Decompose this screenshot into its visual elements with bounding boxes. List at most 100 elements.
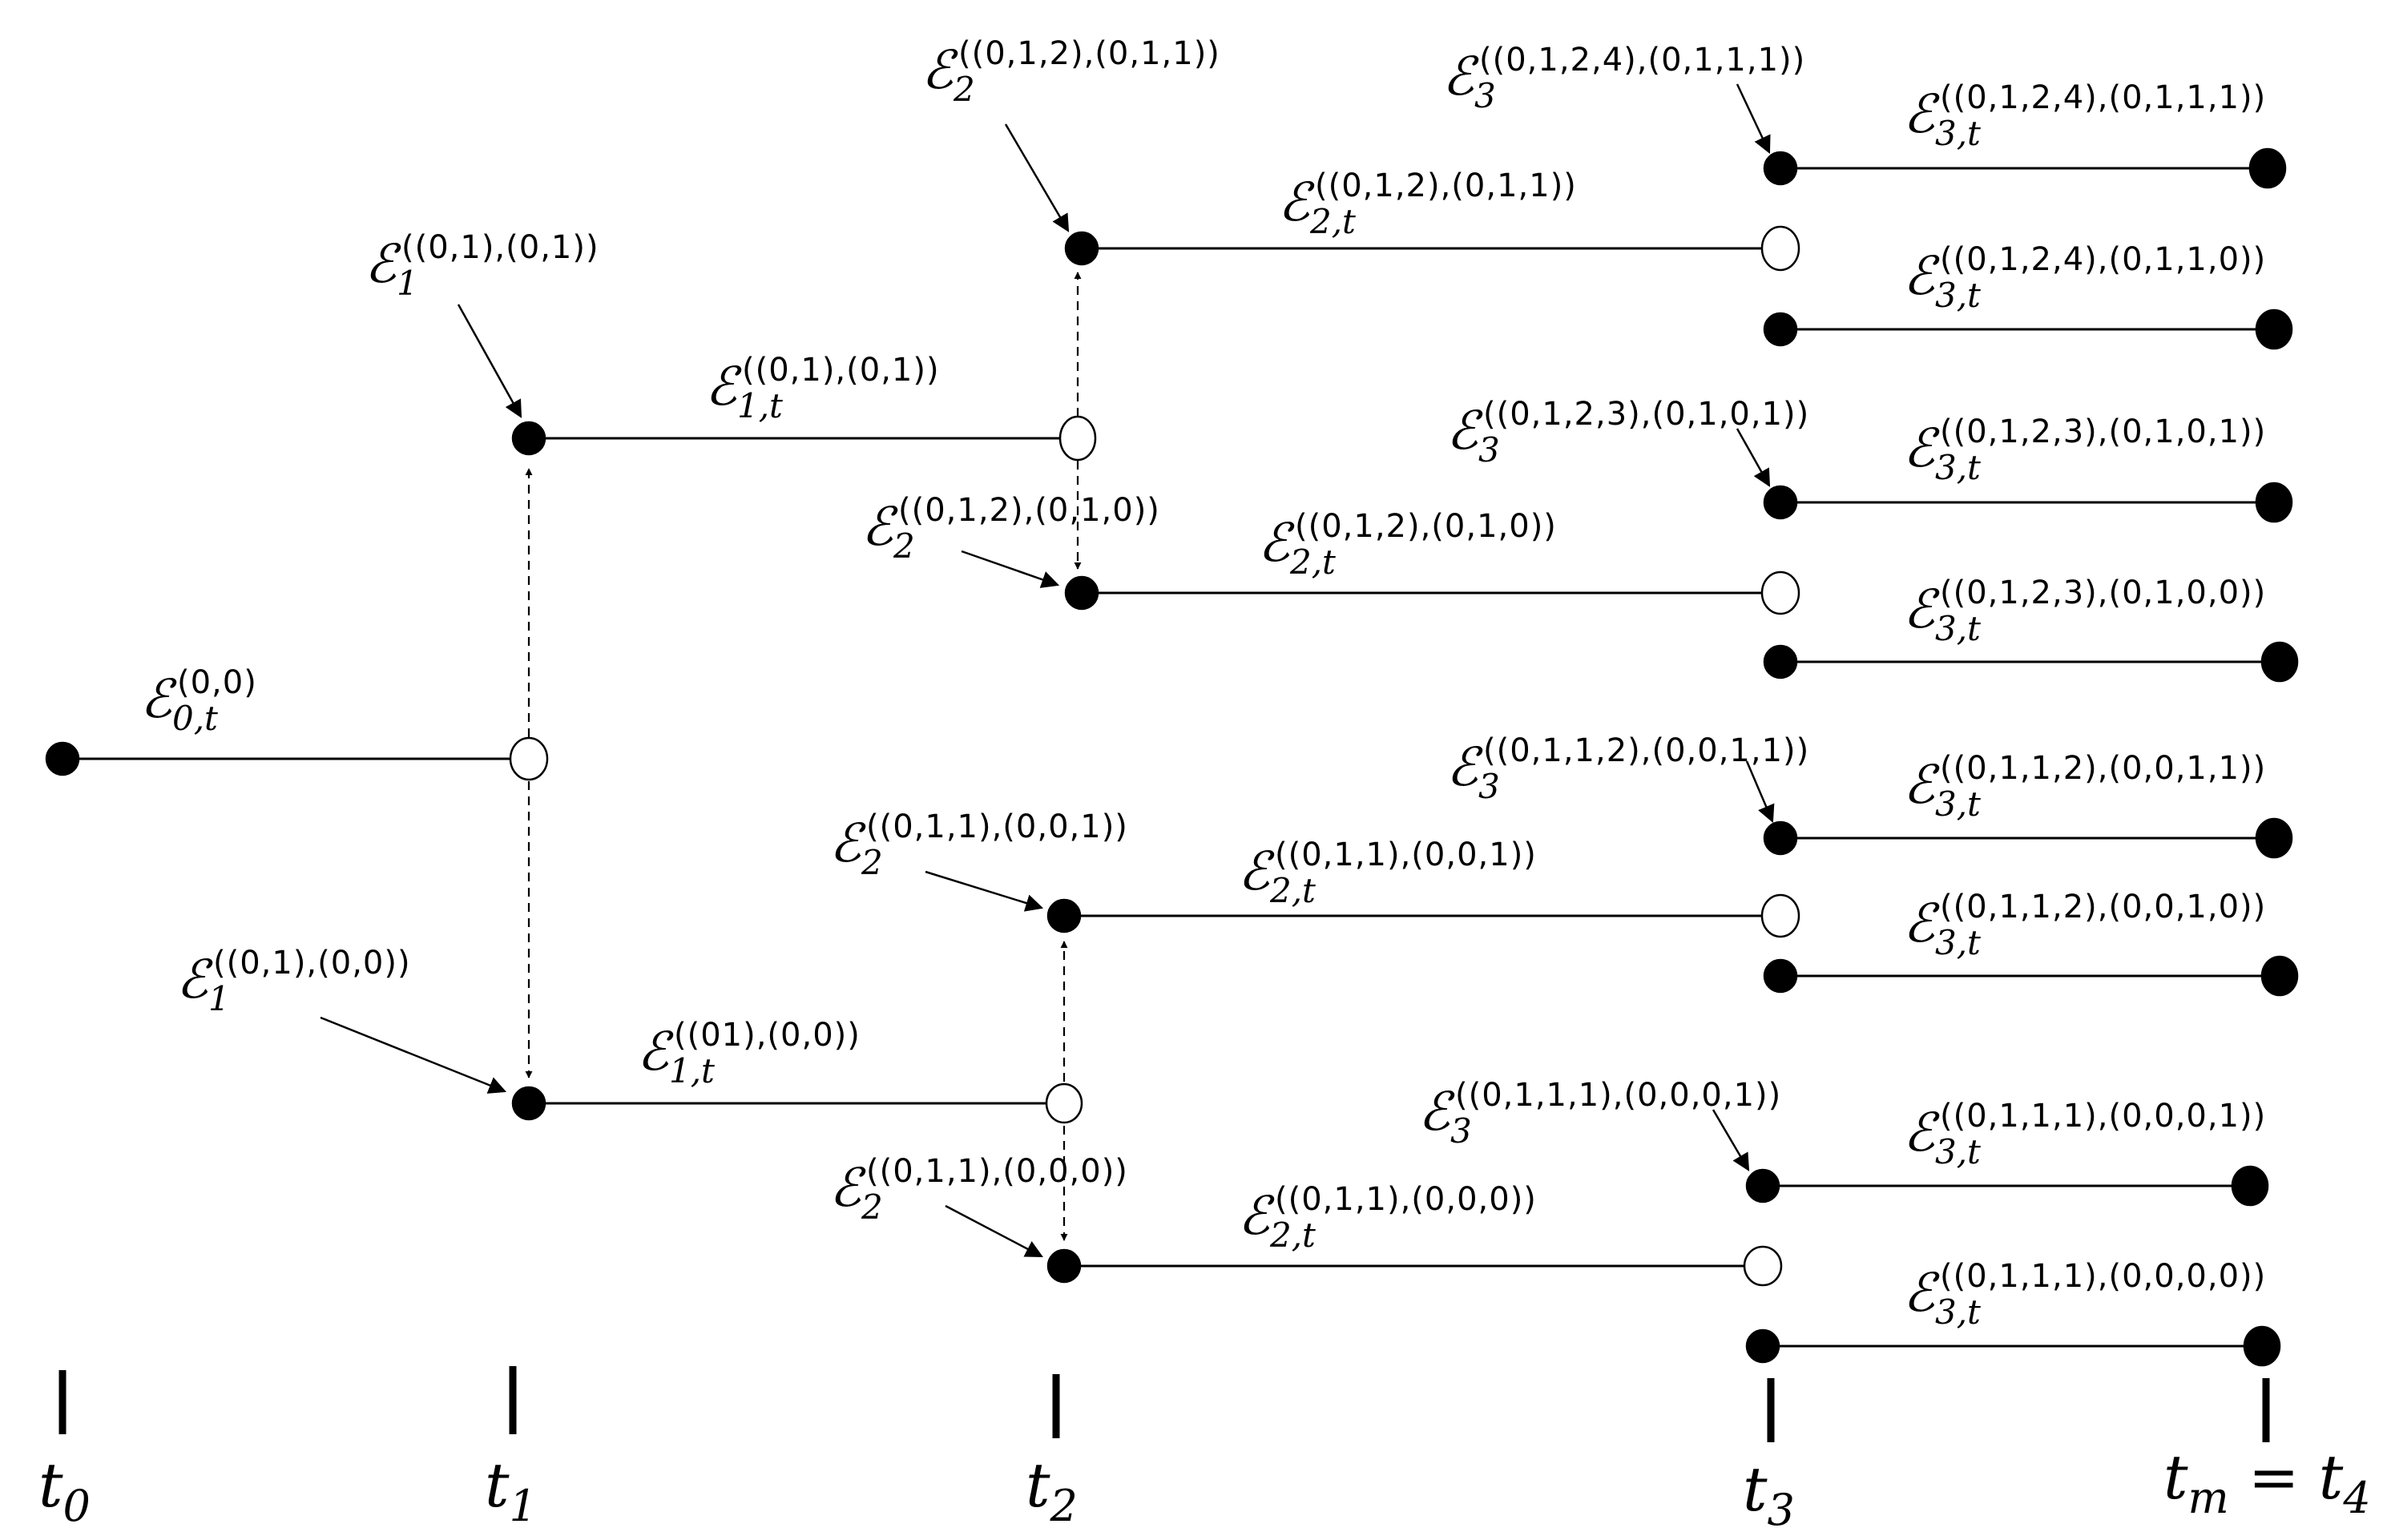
pointer-e2-a: [1004, 123, 1070, 232]
label-e3t-7-superscript: ((0,1,1,1),(0,0,0,1)): [1940, 1098, 2266, 1135]
label-e1-top: ℰ1: [365, 233, 418, 303]
node-t2-d: [1046, 1248, 1082, 1284]
node-open-t2-top: [1058, 415, 1097, 462]
pointer-e1-bot: [320, 1016, 507, 1094]
math-labels: ℰ0,t(0,0)ℰ1((0,1),(0,1))ℰ1,t((0,1),(0,1)…: [140, 35, 2266, 1332]
node-t2-b: [1064, 575, 1099, 611]
label-e2t-b-superscript: ((0,1,2),(0,1,0)): [1295, 508, 1557, 545]
node-t1-top: [511, 421, 546, 456]
label-e0t: ℰ0,t: [140, 668, 218, 738]
node-t3-1: [1763, 151, 1798, 186]
node-open-t3-b: [1760, 570, 1800, 615]
node-open-t2-bot: [1045, 1082, 1083, 1124]
label-e3-d: ℰ3: [1418, 1081, 1472, 1151]
time-labels: t0 t1 t2 t3 tm = t4: [38, 1441, 2371, 1535]
label-e3-b-superscript: ((0,1,2,3),(0,1,0,1)): [1483, 396, 1809, 433]
label-e0t-superscript: (0,0): [177, 664, 257, 701]
node-t4-1: [2248, 147, 2287, 189]
node-t4-3: [2255, 482, 2293, 523]
label-e1-bot-superscript: ((0,1),(0,0)): [213, 945, 411, 982]
label-e2-b: ℰ2: [861, 496, 915, 566]
label-e3t-1-superscript: ((0,1,2,4),(0,1,1,1)): [1940, 79, 2266, 116]
label-e3t-2-superscript: ((0,1,2,4),(0,1,1,0)): [1940, 241, 2266, 278]
label-e2-c: ℰ2: [829, 812, 883, 882]
nodes: [45, 147, 2299, 1367]
label-e3t-3-superscript: ((0,1,2,3),(0,1,0,1)): [1940, 413, 2266, 450]
segments: [62, 167, 2280, 1348]
label-e3t-6: ℰ3,t: [1903, 893, 1981, 962]
label-e2t-c: ℰ2,t: [1238, 841, 1316, 910]
node-t4-8: [2243, 1325, 2281, 1367]
pointer-arrows: [320, 83, 1775, 1258]
label-e3t-5-superscript: ((0,1,1,2),(0,0,1,1)): [1940, 750, 2266, 787]
pointer-e3-a: [1736, 83, 1771, 154]
node-t3-7: [1745, 1168, 1780, 1203]
label-e1t-bot-superscript: ((01),(0,0)): [674, 1017, 861, 1054]
node-t4-6: [2260, 955, 2299, 997]
label-e3-c-superscript: ((0,1,1,2),(0,0,1,1)): [1483, 732, 1809, 769]
node-t1-bot: [511, 1086, 546, 1121]
label-e3t-3: ℰ3,t: [1903, 417, 1981, 487]
node-t2-a: [1064, 231, 1099, 266]
node-t4-2: [2255, 308, 2293, 350]
label-e3t-4-superscript: ((0,1,2,3),(0,1,0,0)): [1940, 574, 2266, 611]
label-e1-top-superscript: ((0,1),(0,1)): [401, 229, 599, 266]
pointer-e3-c: [1745, 760, 1775, 824]
time-label-t3: t3: [1743, 1453, 1795, 1535]
node-t3-3: [1763, 485, 1798, 520]
label-e1t-bot: ℰ1,t: [637, 1021, 715, 1090]
label-e2-a-superscript: ((0,1,2),(0,1,1)): [958, 35, 1220, 72]
label-e3t-8: ℰ3,t: [1903, 1262, 1981, 1332]
label-e2-d: ℰ2: [829, 1157, 883, 1227]
label-e3t-6-superscript: ((0,1,1,2),(0,0,1,0)): [1940, 889, 2266, 925]
label-e2t-b: ℰ2,t: [1258, 512, 1336, 582]
node-t3-5: [1763, 820, 1798, 856]
label-e3-a-superscript: ((0,1,2,4),(0,1,1,1)): [1479, 42, 1805, 79]
node-open-t1: [509, 736, 549, 781]
time-label-t4: tm = t4: [2163, 1441, 2371, 1523]
label-e1t-top-superscript: ((0,1),(0,1)): [742, 352, 940, 389]
label-e3-b: ℰ3: [1446, 400, 1500, 470]
node-t0: [45, 741, 80, 776]
label-e3-a: ℰ3: [1442, 46, 1496, 115]
label-e3t-2: ℰ3,t: [1903, 245, 1981, 315]
label-e2-c-superscript: ((0,1,1),(0,0,1)): [866, 808, 1128, 845]
label-e2-d-superscript: ((0,1,1),(0,0,0)): [866, 1153, 1128, 1190]
label-e1-bot: ℰ1: [176, 949, 230, 1018]
branch-arrows: [525, 272, 1082, 1241]
label-e2-a: ℰ2: [921, 39, 975, 109]
node-t4-5: [2255, 817, 2293, 859]
pointer-e1-top: [457, 304, 522, 418]
time-label-t2: t2: [1026, 1449, 1078, 1531]
pointer-e2-b: [961, 550, 1060, 588]
label-e2t-a-superscript: ((0,1,2),(0,1,1)): [1315, 167, 1577, 204]
label-e2t-a: ℰ2,t: [1278, 171, 1356, 241]
label-e2-b-superscript: ((0,1,2),(0,1,0)): [898, 492, 1160, 529]
label-e3t-4: ℰ3,t: [1903, 579, 1981, 648]
node-open-t3-d: [1743, 1245, 1783, 1287]
node-t3-2: [1763, 312, 1798, 347]
label-e3-d-superscript: ((0,1,1,1),(0,0,0,1)): [1455, 1077, 1781, 1114]
label-e3t-8-superscript: ((0,1,1,1),(0,0,0,0)): [1940, 1258, 2266, 1295]
label-e3-c: ℰ3: [1446, 736, 1500, 806]
label-e3t-7: ℰ3,t: [1903, 1102, 1981, 1171]
label-e3t-5: ℰ3,t: [1903, 754, 1981, 824]
label-e3t-1: ℰ3,t: [1903, 83, 1981, 153]
label-e2t-d: ℰ2,t: [1238, 1185, 1316, 1255]
node-t4-4: [2260, 641, 2299, 683]
time-ticks: [58, 1366, 2270, 1442]
node-t3-6: [1763, 958, 1798, 994]
node-t3-8: [1745, 1328, 1780, 1364]
node-open-t3-c: [1760, 893, 1800, 938]
pointer-e2-c: [925, 870, 1044, 912]
node-t2-c: [1046, 898, 1082, 933]
time-label-t0: t0: [38, 1449, 91, 1531]
pointer-e3-b: [1736, 428, 1771, 487]
pointer-e3-d: [1712, 1109, 1750, 1171]
time-label-t1: t1: [485, 1449, 537, 1531]
label-e1t-top: ℰ1,t: [705, 356, 783, 425]
label-e2t-c-superscript: ((0,1,1),(0,0,1)): [1275, 837, 1537, 873]
label-e2t-d-superscript: ((0,1,1),(0,0,0)): [1275, 1181, 1537, 1218]
node-t4-7: [2231, 1165, 2269, 1207]
